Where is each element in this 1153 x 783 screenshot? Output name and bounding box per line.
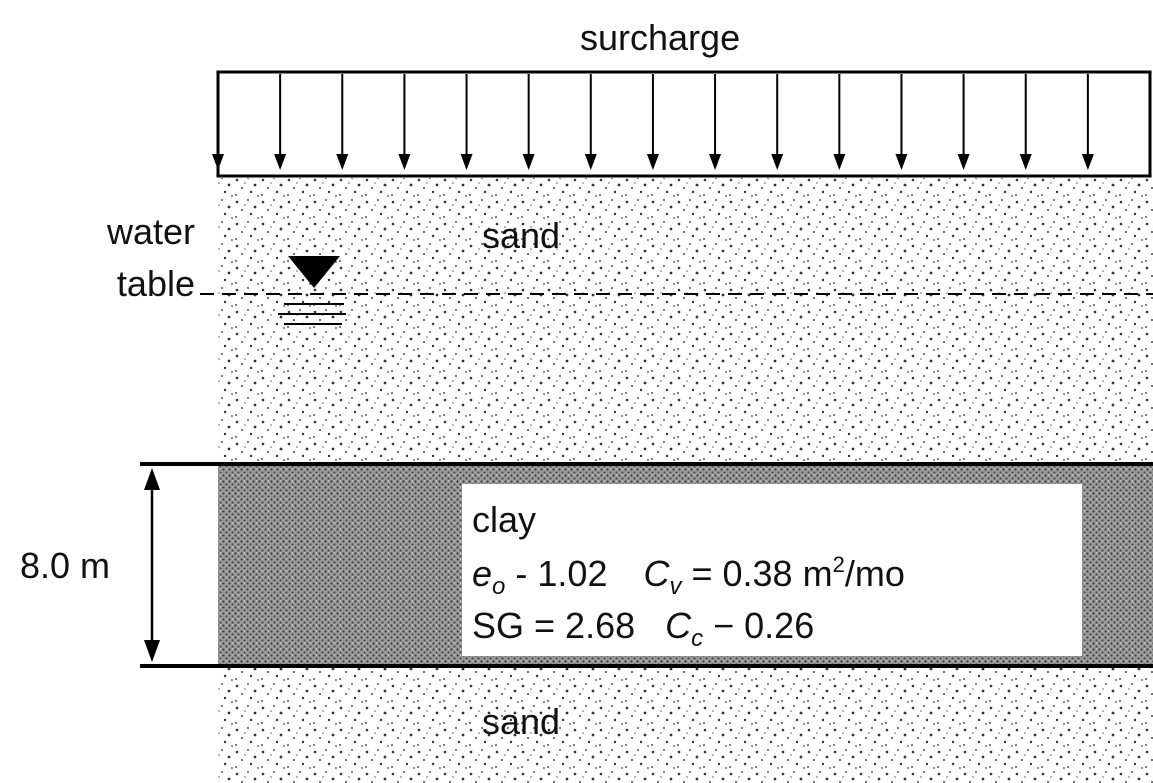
surcharge-arrow xyxy=(336,74,349,170)
cv-symbol: C xyxy=(643,553,670,594)
water-table-label-line2: table xyxy=(116,263,195,304)
clay-thickness-label: 8.0 m xyxy=(20,545,111,586)
surcharge-arrow xyxy=(398,74,411,170)
surcharge-arrow xyxy=(833,74,846,170)
surcharge-arrow xyxy=(957,74,970,170)
surcharge-arrow xyxy=(709,74,722,170)
surcharge-arrow xyxy=(646,74,659,170)
lower-sand-layer xyxy=(218,668,1153,783)
cv-exponent: 2 xyxy=(832,552,845,577)
surcharge-label: surcharge xyxy=(580,17,741,58)
surcharge-arrow xyxy=(1081,74,1094,170)
e0-value: - 1.02 xyxy=(515,553,608,594)
surcharge-arrow xyxy=(274,74,287,170)
surcharge-arrow xyxy=(895,74,908,170)
cv-value: = 0.38 m xyxy=(691,553,833,594)
clay-name: clay xyxy=(472,499,537,540)
surcharge-arrow xyxy=(212,74,224,170)
clay-properties-row-1: eo - 1.02 Cv = 0.38 m2/mo xyxy=(472,553,905,599)
thickness-dimension-arrow xyxy=(144,468,160,662)
cc-symbol: C xyxy=(665,605,692,646)
cc-value: − 0.26 xyxy=(713,605,815,646)
sg-value: SG = 2.68 xyxy=(472,605,636,646)
water-ripple-icon xyxy=(278,303,346,325)
cv-subscript: v xyxy=(669,573,682,600)
surcharge-arrow xyxy=(460,74,473,170)
surcharge-box xyxy=(216,70,1152,178)
surcharge-arrow xyxy=(584,74,597,170)
clay-properties-row-2: SG = 2.68 Cc − 0.26 xyxy=(472,605,815,651)
water-table-triangle-icon xyxy=(288,256,340,288)
cv-unit: /mo xyxy=(844,553,905,594)
e0-symbol: e xyxy=(472,553,493,594)
e0-subscript: o xyxy=(492,573,506,600)
upper-sand-label: sand xyxy=(482,215,561,256)
water-table-label-line1: water xyxy=(106,211,195,252)
surcharge-arrows xyxy=(212,74,1094,170)
surcharge-arrow xyxy=(771,74,784,170)
surcharge-arrow xyxy=(1019,74,1032,170)
lower-sand-label: sand xyxy=(482,701,561,742)
cc-subscript: c xyxy=(691,625,704,652)
surcharge-arrow xyxy=(522,74,535,170)
upper-sand-layer xyxy=(218,178,1153,464)
